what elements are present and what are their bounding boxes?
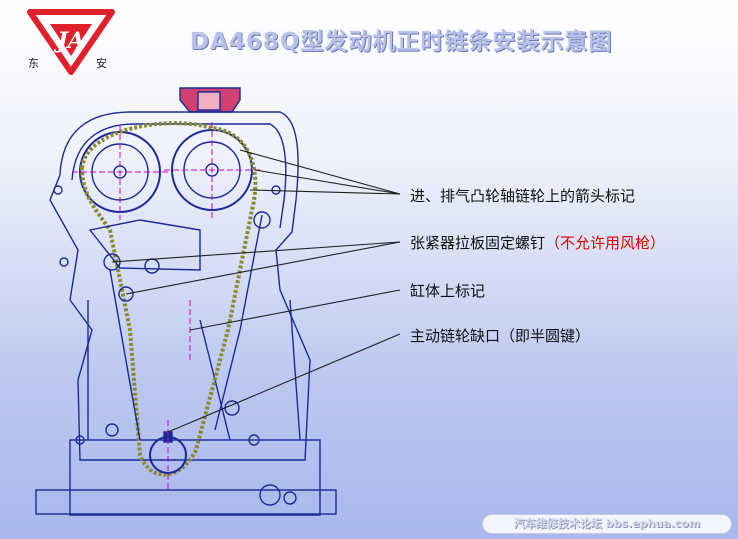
exhaust-cam-sprocket: [171, 129, 253, 211]
guide-bolt: [253, 211, 271, 229]
tensioner-bolt-3: [118, 286, 134, 302]
oil-pan-flange: [35, 489, 337, 515]
cover-bolts: [53, 185, 281, 446]
leader-crank-notch: [167, 333, 401, 433]
tensioner-bolt-1: [103, 253, 121, 271]
label-tensioner-bolt-text: 张紧器拉板固定螺钉: [410, 234, 546, 252]
tensioner-bolt-2: [144, 258, 160, 274]
leader-bolt-2: [125, 241, 401, 295]
logo-caption-left: 东: [28, 57, 39, 70]
forum-watermark: 汽车维修技术论坛 bbs.ephua.com: [482, 514, 732, 534]
lower-bolt-1: [259, 484, 281, 506]
dongan-logo: JA: [27, 9, 115, 75]
chain-guide-right: [214, 214, 263, 431]
svg-text:JA: JA: [53, 28, 84, 54]
logo-caption-right: 安: [96, 57, 107, 70]
leader-bolt-1: [111, 241, 401, 263]
block-ribs: [87, 299, 301, 441]
top-cap-bore: [197, 91, 221, 111]
leader-cam-exhaust: [254, 169, 401, 195]
lower-bolt-2: [283, 491, 297, 505]
label-camshaft-arrow: 进、排气凸轮轴链轮上的箭头标记: [410, 187, 636, 205]
chain-guide-left: [109, 269, 141, 441]
leader-cam-mid: [249, 189, 401, 195]
timing-cover-outline: [49, 111, 311, 461]
timing-chain: [79, 121, 258, 477]
label-crank-sprocket: 主动链轮缺口（即半圆键）: [410, 327, 591, 345]
leader-cylinder-mark: [189, 289, 401, 331]
engine-block-lower: [69, 439, 321, 516]
page-title: DA468Q型发动机正时链条安装示意图: [190, 29, 613, 55]
leader-cam-intake: [239, 149, 401, 195]
label-cylinder-mark: 缸体上标记: [410, 282, 486, 300]
label-tensioner-bolt: 张紧器拉板固定螺钉（不允许用风枪）: [410, 232, 665, 253]
label-tensioner-warning: （不允许用风枪）: [545, 234, 666, 252]
